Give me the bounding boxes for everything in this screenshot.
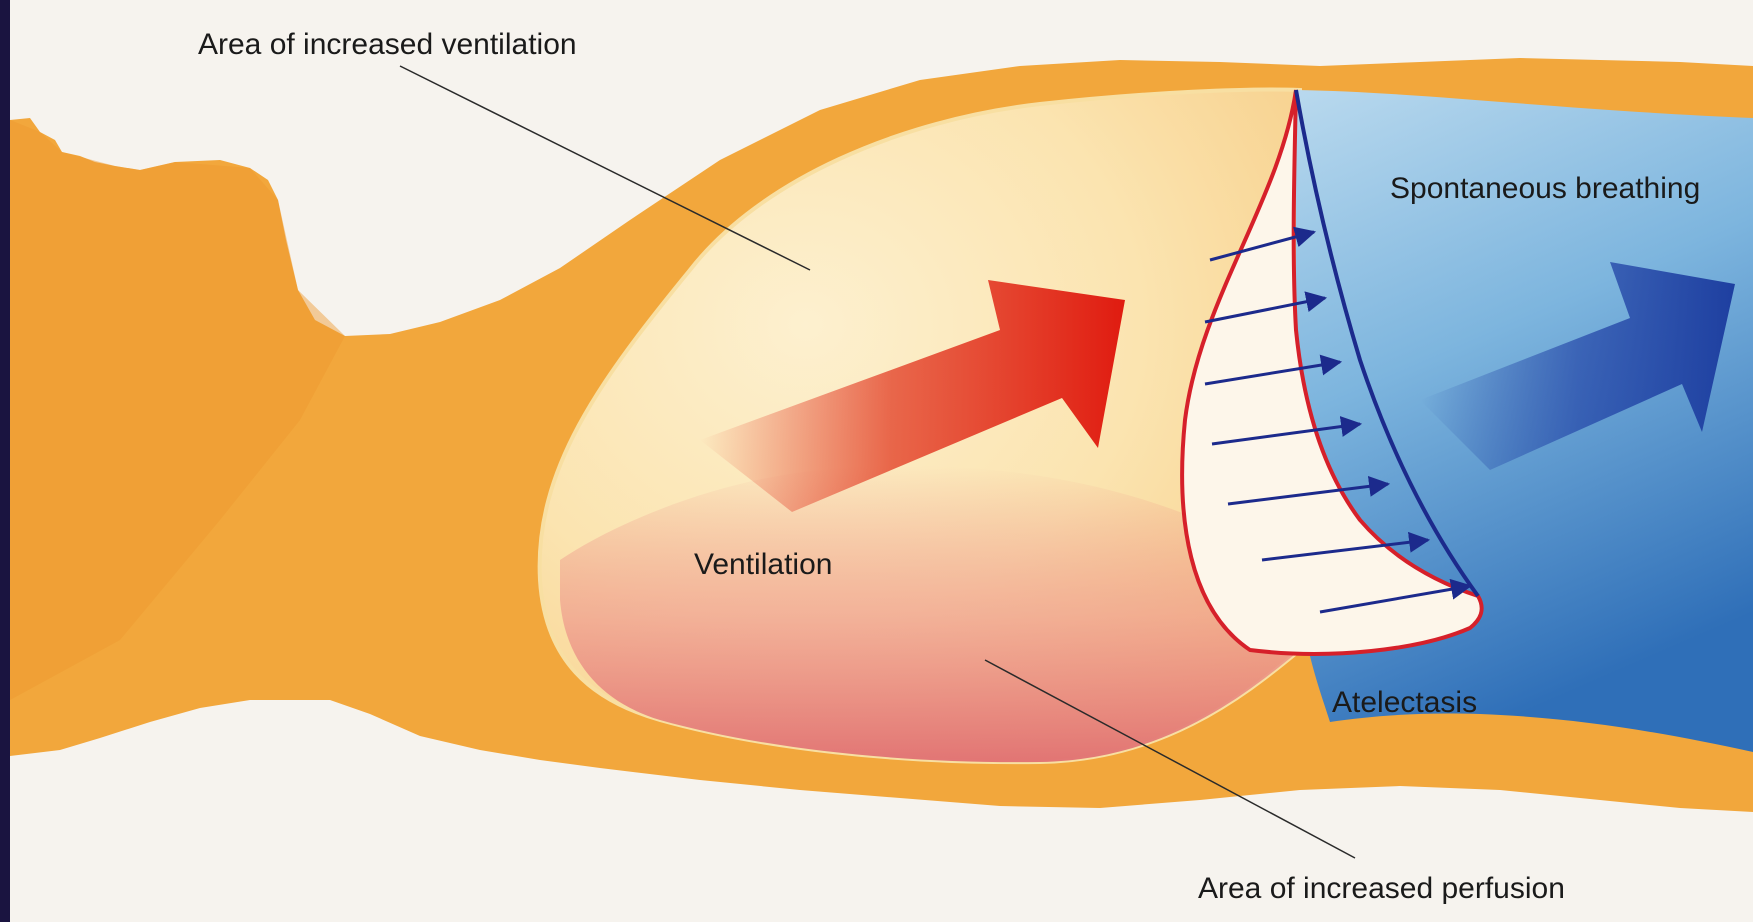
label-spontaneous-breathing: Spontaneous breathing <box>1390 172 1700 205</box>
frame-left <box>0 0 10 922</box>
label-increased-perfusion: Area of increased perfusion <box>1198 872 1565 905</box>
label-increased-ventilation: Area of increased ventilation <box>198 28 577 61</box>
label-atelectasis: Atelectasis <box>1332 686 1477 719</box>
label-ventilation: Ventilation <box>694 548 832 581</box>
